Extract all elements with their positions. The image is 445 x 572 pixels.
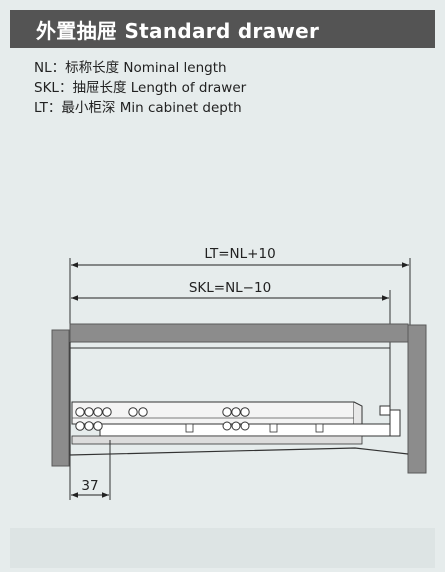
- drawer-box-outline: [69, 342, 409, 456]
- slide-clip: [315, 423, 324, 433]
- legend-lt: LT：最小柜深 Min cabinet depth: [34, 100, 242, 116]
- skl-dimension: SKL=NL−10: [71, 280, 391, 410]
- cabinet-left-panel: [51, 329, 70, 467]
- legend-skl: SKL：抽屉长度 Length of drawer: [34, 80, 247, 96]
- offset-dimension: 37: [69, 440, 111, 500]
- page-title-text: 外置抽屉 Standard drawer: [36, 18, 320, 43]
- lt-dimension: LT=NL+10: [69, 246, 411, 330]
- skl-label: SKL=NL−10: [189, 280, 271, 296]
- legend-nl: NL：标称长度 Nominal length: [34, 60, 227, 76]
- lt-label: LT=NL+10: [204, 246, 275, 262]
- slide-latch: [379, 405, 391, 416]
- offset-label: 37: [81, 478, 98, 494]
- slide-bottom-member: [71, 435, 363, 445]
- slide-inner-member: [99, 423, 401, 437]
- footer-band: [10, 528, 435, 568]
- mounting-holes: [75, 407, 250, 431]
- slide-stop: [389, 409, 401, 437]
- slide-clip: [185, 423, 194, 433]
- cabinet-right-panel: [407, 324, 427, 474]
- slide-rail-end: [353, 401, 363, 425]
- drawer-top-board: [69, 323, 409, 343]
- legend: NL：标称长度 Nominal length SKL：抽屉长度 Length o…: [34, 58, 246, 118]
- page-title: 外置抽屉 Standard drawer: [10, 10, 435, 48]
- slide-rail-body: [71, 401, 355, 425]
- slide-clip: [269, 423, 278, 433]
